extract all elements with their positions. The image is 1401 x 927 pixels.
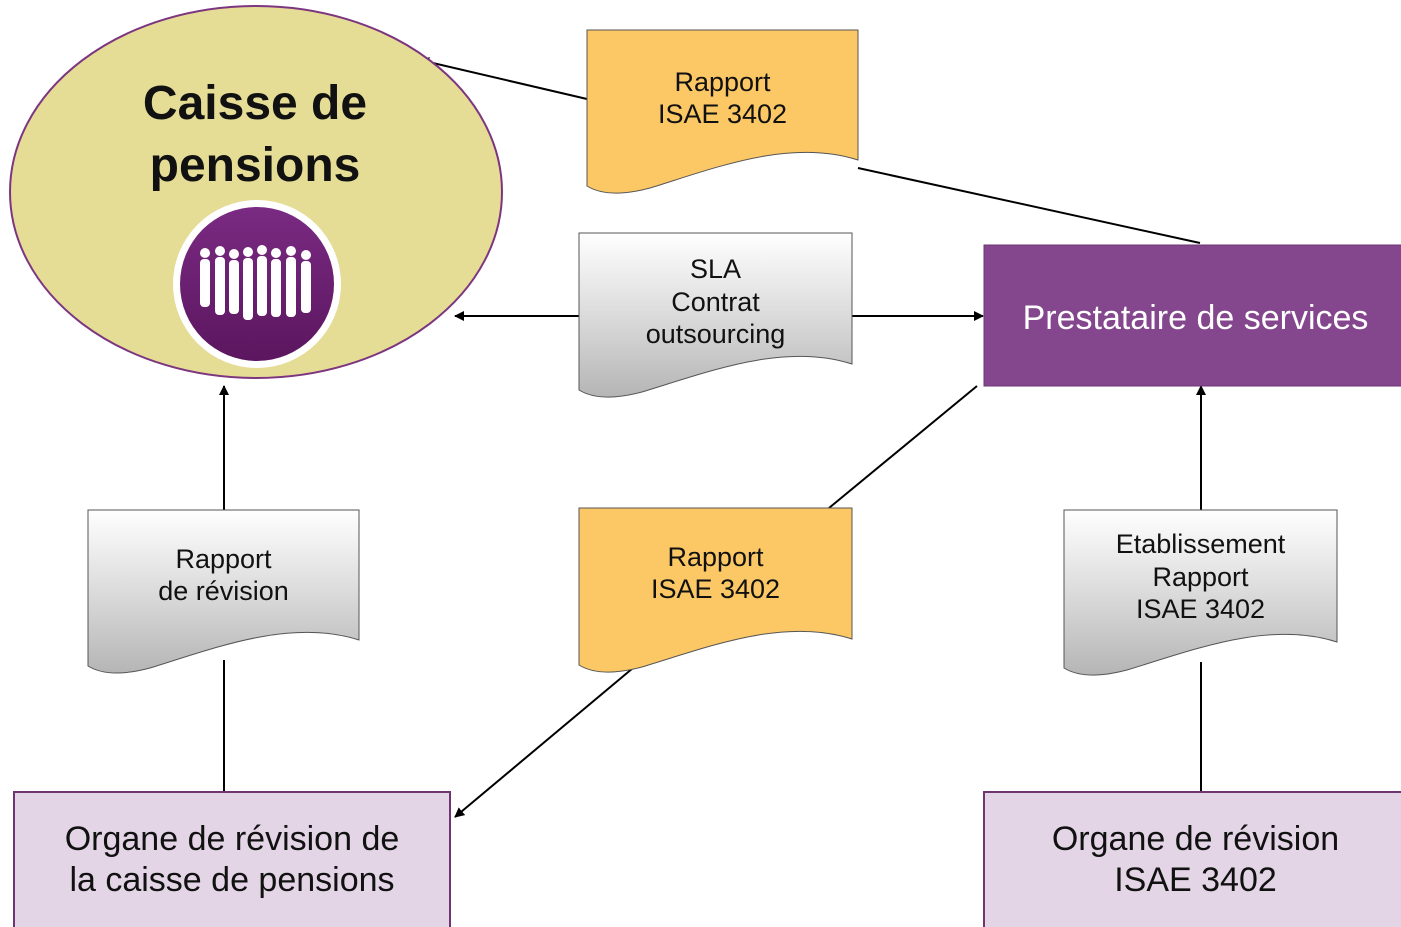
people-group-icon — [200, 245, 311, 320]
document-rapport-isae-top — [586, 29, 859, 194]
arrow-isae-middle-to-organe-caisse — [454, 667, 634, 818]
line-prestataire-to-isae-top — [857, 167, 1201, 244]
prestataire-box — [983, 244, 1401, 387]
rapport-isae-middle-text: Rapport ISAE 3402 — [650, 541, 781, 604]
arrow-isae-top-to-caisse — [419, 57, 588, 100]
rapport-revision-text: Rapport de révision — [158, 543, 289, 606]
document-rapport-isae-middle — [578, 507, 853, 673]
sla-text: SLA Contrat outsourcing — [645, 254, 786, 350]
organe-caisse-label: Organe de révision de la caisse de pensi… — [64, 820, 400, 899]
caisse-ellipse — [9, 5, 503, 379]
prestataire-label: Prestataire de services — [1022, 298, 1369, 337]
caisse-title: Caisse de pensions — [142, 76, 368, 192]
document-sla — [578, 232, 853, 398]
rapport-isae-top-text: Rapport ISAE 3402 — [657, 66, 788, 129]
document-rapport-revision — [87, 509, 360, 674]
etablissement-text: Etablissement Rapport ISAE 3402 — [1115, 529, 1286, 625]
document-etablissement — [1063, 509, 1338, 676]
organe-isae-label: Organe de révision ISAE 3402 — [1051, 820, 1340, 899]
organe-isae-box — [983, 791, 1401, 927]
line-prestataire-to-isae-middle — [828, 385, 978, 509]
organe-caisse-box — [13, 791, 451, 927]
